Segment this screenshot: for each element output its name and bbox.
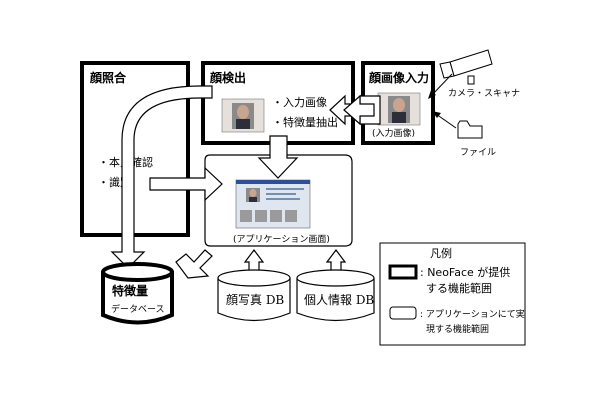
legend: 凡例 : NeoFace が提供 する機能範囲 : アプリケーションにて実 現す…: [379, 242, 526, 346]
legend-title: 凡例: [430, 246, 452, 260]
app-caption: (アプリケーション画面): [233, 234, 330, 245]
legend-app-line2: 現する機能範囲: [426, 323, 489, 335]
camera-to-input-arrow: [431, 73, 453, 96]
face-input-caption: (入力画像): [372, 127, 415, 139]
camera-arrow-head: [428, 90, 436, 99]
personal-db: 個人情報 DB: [296, 269, 375, 322]
file-arrow-head: [432, 111, 441, 118]
arrow-detect-to-features-db: [110, 85, 213, 269]
features-db: 特徴量 データベース: [101, 262, 174, 325]
arrow-match-to-app: [149, 166, 223, 202]
arrow-detect-to-app: [257, 135, 299, 179]
legend-neoface-line1: : NeoFace が提供: [420, 265, 510, 279]
face-photo-detect: [221, 98, 265, 133]
face-detect-title: 顔検出: [209, 70, 246, 85]
personal-db-label: 個人情報 DB: [304, 293, 374, 307]
app-screenshot: [235, 179, 311, 229]
photo-db: 顔写真 DB: [217, 269, 291, 322]
legend-neoface-line2: する機能範囲: [426, 281, 492, 295]
face-detect-item-1: ・入力画像: [272, 96, 327, 109]
features-db-line2: データベース: [111, 303, 165, 315]
face-photo-input: [377, 92, 421, 126]
photo-db-label: 顔写真 DB: [226, 292, 284, 307]
camera-icon: [439, 49, 493, 85]
face-match-title: 顔照合: [89, 70, 127, 85]
arrow-left-block: [343, 94, 375, 126]
file-to-input-arrow: [435, 113, 457, 129]
folder-icon: [457, 120, 483, 139]
camera-label: カメラ・スキャナ: [448, 88, 520, 99]
arrow-app-to-features-db: [175, 249, 213, 279]
legend-app-line1: : アプリケーションにて実: [420, 308, 525, 320]
face-input-title: 顔画像入力: [368, 70, 429, 85]
face-detect-item-2: ・特徴量抽出: [272, 115, 338, 129]
features-db-line1: 特徴量: [112, 283, 148, 298]
file-label: ファイル: [460, 148, 496, 158]
